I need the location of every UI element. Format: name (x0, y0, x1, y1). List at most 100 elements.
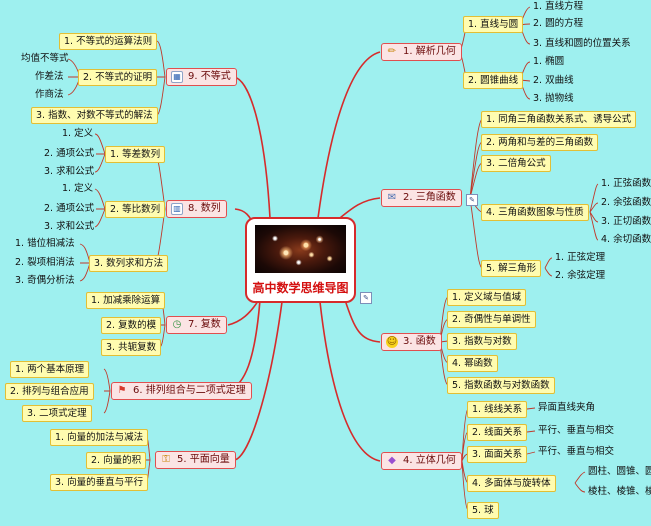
calendar-icon: ▦ (171, 71, 183, 83)
link-center-b1 (317, 51, 381, 219)
leaf-geo-def[interactable]: 1. 定义 (62, 183, 94, 194)
subtopic-power-function[interactable]: 4. 幂函数 (447, 355, 498, 372)
subtopic-counting-principles[interactable]: 1. 两个基本原理 (10, 361, 90, 378)
subtopic-parity-monotonic[interactable]: 2. 奇偶性与单调性 (447, 311, 536, 328)
subtopic-arithmetic-seq[interactable]: 1. 等差数列 (105, 146, 166, 163)
leaf-circle-eq[interactable]: 2. 圆的方程 (533, 18, 584, 29)
subtopic-vector-add-sub[interactable]: 1. 向量的加法与减法 (50, 429, 149, 446)
link-center-b5 (234, 301, 283, 461)
leaf-odd-even[interactable]: 3. 奇偶分析法 (15, 275, 75, 286)
leaf-parabola[interactable]: 3. 抛物线 (533, 93, 574, 104)
link-center-b6 (227, 299, 261, 392)
branch-sequences[interactable]: ▥ 8. 数列 (166, 200, 227, 218)
link-center-b4 (319, 301, 381, 462)
subtopic-conjugate[interactable]: 3. 共轭复数 (101, 339, 162, 356)
leaf-tangent[interactable]: 3. 正切函数 (601, 216, 651, 227)
central-topic[interactable]: 高中数学思维导图 (245, 217, 356, 303)
leaf-line-circle-position[interactable]: 3. 直线和圆的位置关系 (533, 38, 631, 49)
branch-solid-geometry[interactable]: ◆ 4. 立体几何 (381, 452, 462, 470)
link-b2-s5-items (544, 257, 553, 277)
subtopic-sum-difference[interactable]: 2. 两角和与差的三角函数 (481, 134, 599, 151)
link-center-b3 (344, 299, 381, 343)
subtopic-conic[interactable]: 2. 圆锥曲线 (463, 72, 524, 89)
subtopic-sphere[interactable]: 5. 球 (467, 502, 499, 519)
subtopic-solve-triangle[interactable]: 5. 解三角形 (481, 260, 542, 277)
leaf-arith-sum[interactable]: 3. 求和公式 (44, 166, 95, 177)
flag-icon: ⚑ (117, 385, 127, 396)
envelope-icon: ✉ (387, 192, 397, 203)
subtopic-domain-range[interactable]: 1. 定义域与值域 (447, 289, 527, 306)
branch-complex-numbers[interactable]: ◷ 7. 复数 (166, 316, 227, 334)
leaf-plane-plane-rel[interactable]: 平行、垂直与相交 (538, 446, 615, 457)
link-b6-items (103, 368, 111, 414)
subtopic-vector-product[interactable]: 2. 向量的积 (86, 452, 147, 469)
leaf-quotient-method[interactable]: 作商法 (35, 89, 64, 100)
subtopic-geometric-seq[interactable]: 2. 等比数列 (105, 201, 166, 218)
link-b2-s4-items (589, 183, 599, 241)
subtopic-inequality-proof[interactable]: 2. 不等式的证明 (78, 69, 158, 86)
subtopic-exp-log[interactable]: 3. 指数与对数 (447, 333, 517, 350)
branch-label: 9. 不等式 (188, 71, 231, 82)
leaf-telescoping[interactable]: 2. 裂项相消法 (15, 257, 75, 268)
branch-permutation-binomial[interactable]: ⚑ 6. 排列组合与二项式定理 (111, 382, 252, 400)
branch-label: 3. 函数 (403, 336, 436, 347)
branch-analytic-geometry[interactable]: ✏ 1. 解析几何 (381, 43, 462, 61)
leaf-cosine-law[interactable]: 2. 余弦定理 (555, 270, 606, 281)
subtopic-identities[interactable]: 1. 同角三角函数关系式、诱导公式 (481, 111, 637, 128)
subtopic-exp-log-inequality[interactable]: 3. 指数、对数不等式的解法 (31, 107, 158, 124)
leaf-skew-angle[interactable]: 异面直线夹角 (538, 402, 596, 413)
gem-icon: ◆ (388, 455, 396, 466)
subtopic-double-angle[interactable]: 3. 二倍角公式 (481, 155, 551, 172)
branch-label: 6. 排列组合与二项式定理 (133, 385, 246, 396)
subtopic-inequality-rules[interactable]: 1. 不等式的运算法则 (59, 33, 158, 50)
subtopic-perm-comb-apply[interactable]: 2. 排列与组合应用 (5, 383, 94, 400)
subtopic-line-circle[interactable]: 1. 直线与圆 (463, 16, 524, 33)
leaf-cotangent[interactable]: 4. 余切函数 (601, 234, 651, 245)
subtopic-seq-sum-methods[interactable]: 3. 数列求和方法 (89, 255, 169, 272)
leaf-difference-method[interactable]: 作差法 (35, 71, 64, 82)
subtopic-exp-log-functions[interactable]: 5. 指数函数与对数函数 (447, 377, 555, 394)
subtopic-trig-graphs[interactable]: 4. 三角函数图象与性质 (481, 204, 589, 221)
leaf-geo-sum[interactable]: 3. 求和公式 (44, 221, 95, 232)
leaf-geo-general[interactable]: 2. 通项公式 (44, 203, 95, 214)
link-center-b9 (233, 76, 271, 219)
leaf-ellipse[interactable]: 1. 椭圆 (533, 56, 565, 67)
link-b3-subs (439, 296, 449, 386)
branch-label: 5. 平面向量 (177, 454, 230, 465)
leaf-shift-subtract[interactable]: 1. 错位相减法 (15, 238, 75, 249)
subtopic-vector-perp-parallel[interactable]: 3. 向量的垂直与平行 (50, 474, 149, 491)
key-icon: ⚿ (162, 454, 170, 465)
branch-trig-functions[interactable]: ✉ 2. 三角函数 (381, 189, 462, 207)
leaf-sine-law[interactable]: 1. 正弦定理 (555, 252, 606, 263)
subtopic-polyhedra[interactable]: 4. 多面体与旋转体 (467, 475, 556, 492)
leaf-sine[interactable]: 1. 正弦函数 (601, 178, 651, 189)
link-b4-items (526, 407, 586, 493)
branch-plane-vectors[interactable]: ⚿ 5. 平面向量 (155, 451, 236, 469)
central-topic-title: 高中数学思维导图 (252, 281, 349, 295)
subtopic-line-line[interactable]: 1. 线线关系 (467, 401, 528, 418)
center-image (255, 225, 346, 273)
branch-functions[interactable]: ☺ 3. 函数 (381, 333, 442, 351)
leaf-line-plane-rel[interactable]: 平行、垂直与相交 (538, 425, 615, 436)
leaf-mean-inequality[interactable]: 均值不等式 (21, 53, 69, 64)
subtopic-binomial[interactable]: 3. 二项式定理 (22, 405, 92, 422)
branch-label: 1. 解析几何 (403, 46, 456, 57)
leaf-arith-def[interactable]: 1. 定义 (62, 128, 94, 139)
link-b9-subs (156, 40, 166, 116)
branch-label: 7. 复数 (188, 319, 221, 330)
subtopic-complex-modulus[interactable]: 2. 复数的模 (101, 317, 162, 334)
subtopic-complex-ops[interactable]: 1. 加减乘除运算 (86, 292, 166, 309)
leaf-line-eq[interactable]: 1. 直线方程 (533, 1, 584, 12)
subtopic-plane-plane[interactable]: 3. 面面关系 (467, 446, 528, 463)
subtopic-line-plane[interactable]: 2. 线面关系 (467, 424, 528, 441)
link-b2-subs (469, 118, 483, 269)
leaf-arith-general[interactable]: 2. 通项公式 (44, 148, 95, 159)
leaf-cosine[interactable]: 2. 余弦函数 (601, 197, 651, 208)
leaf-prism-bodies[interactable]: 棱柱、棱锥、棱台 (588, 486, 651, 497)
branch-inequalities[interactable]: ▦ 9. 不等式 (166, 68, 237, 86)
leaf-hyperbola[interactable]: 2. 双曲线 (533, 75, 574, 86)
branch-label: 4. 立体几何 (403, 455, 456, 466)
smiley-icon: ☺ (386, 336, 398, 348)
branch-label: 8. 数列 (188, 203, 221, 214)
leaf-round-bodies[interactable]: 圆柱、圆锥、圆台 (588, 466, 651, 477)
